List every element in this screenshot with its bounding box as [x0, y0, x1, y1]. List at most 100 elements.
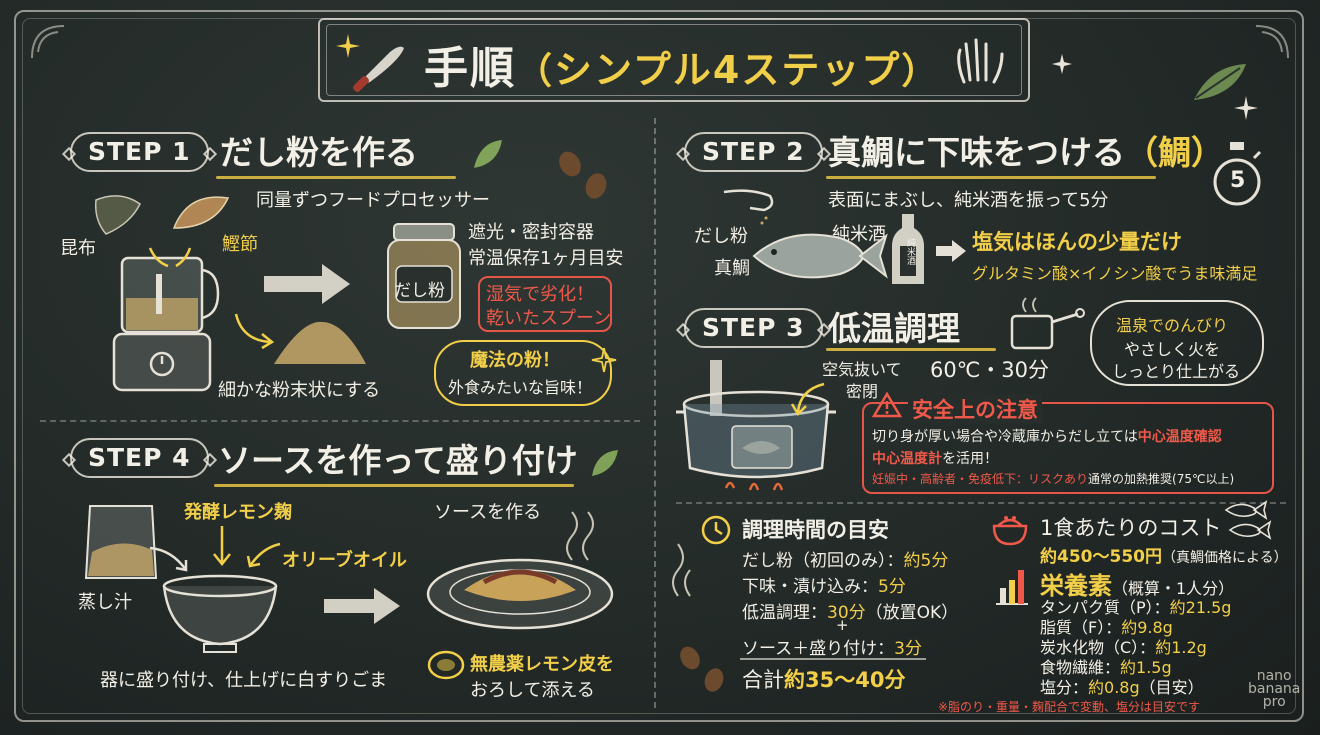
time-row-1: 下味・漬け込み：5分	[742, 572, 906, 597]
time-row-label: 下味・漬け込み：	[742, 577, 878, 597]
step1-underline	[216, 176, 456, 179]
arrow-right-icon	[324, 588, 400, 624]
katsuobushi-label: 鰹節	[222, 234, 258, 255]
fish-outline-icon	[1224, 500, 1272, 540]
time-row-0: だし粉（初回のみ）：約5分	[742, 546, 948, 571]
arrow-icon	[149, 546, 188, 572]
step3-temp: 60℃・30分	[930, 358, 1050, 382]
step2-underline	[826, 176, 1156, 179]
step2-heading-main: 真鯛に下味をつける	[828, 133, 1125, 172]
sparkle-icon	[1052, 54, 1072, 74]
onsen-line3: しっとり仕上がる	[1112, 362, 1241, 381]
watermark-line1: nano	[1256, 668, 1292, 684]
arrow-down-icon	[148, 247, 192, 268]
nutrition-value: 約21.5g	[1169, 598, 1232, 617]
nutrition-heading: 栄養素（概算・1人分）	[1040, 566, 1234, 601]
jar-label: だし粉	[394, 281, 445, 301]
thermometer-pot-icon	[1010, 297, 1085, 350]
moisture-warning-box	[478, 276, 612, 332]
leaf-icon	[592, 450, 618, 476]
bowl-icon	[162, 574, 278, 653]
cost-value: 約450〜550円	[1040, 547, 1162, 567]
jar-icon	[387, 223, 461, 329]
step2-badge: STEP 2	[684, 132, 823, 172]
title-frame-inner	[326, 24, 1022, 96]
step3-heading: 低温調理	[828, 309, 960, 348]
curved-arrow-icon	[234, 313, 275, 350]
safety-line3-red: 妊娠中・高齢者・免疫低下：リスクあり	[872, 472, 1089, 486]
step2-instruction: 表面にまぶし、純米酒を振って5分	[828, 190, 1109, 211]
nutrition-row-3: 食物繊維：約1.5g	[1040, 654, 1172, 678]
time-row-extra: （放置OK）	[865, 603, 959, 623]
nutrition-heading-text: 栄養素	[1040, 572, 1112, 600]
food-processor-icon	[112, 256, 220, 392]
hand-wave-icon	[957, 38, 1004, 84]
bonito-flake-icon	[172, 196, 230, 229]
horizontal-divider-left	[40, 420, 640, 422]
lemon-icon	[427, 650, 465, 680]
nutrition-row-salt: 塩分：約0.8g（目安）	[1040, 674, 1204, 698]
moisture-warning-line1: 湿気で劣化！	[486, 284, 594, 305]
time-plus: +	[836, 616, 849, 634]
powder-caption: 細かな粉末状にする	[218, 380, 381, 401]
lemon-line1: 無農薬レモン皮を	[470, 654, 614, 675]
title-bracket-open: （	[516, 51, 555, 92]
time-row-value: 約5分	[903, 551, 949, 571]
kombu-label: 昆布	[60, 238, 96, 259]
knife-icon	[353, 46, 404, 92]
step3-badge: STEP 3	[684, 308, 823, 348]
corner-flourish-icon	[31, 25, 65, 59]
steam-icon	[672, 543, 691, 597]
time-row-label: ソース＋盛り付け：	[742, 639, 895, 659]
safety-line1-red: 中心温度確認	[1137, 429, 1222, 445]
nutrition-value: 約9.8g	[1121, 618, 1173, 637]
clock-icon	[701, 515, 731, 545]
sparkle-icon	[1234, 96, 1258, 120]
time-row-2: 低温調理：30分（放置OK）	[742, 598, 958, 623]
sake-bottle-icon	[892, 214, 924, 284]
safety-box	[862, 402, 1274, 494]
nutrition-row-0: タンパク質（P）：約21.5g	[1040, 594, 1231, 618]
dashi-label: だし粉	[694, 226, 748, 247]
nutrition-value: 約1.5g	[1120, 658, 1172, 677]
storage-line1: 遮光・密封容器	[468, 222, 594, 243]
cooking-pot-icon	[676, 360, 836, 491]
timer-value: 5	[1230, 168, 1246, 193]
onsen-bubble	[1090, 300, 1264, 386]
arrow-down-icon	[213, 526, 231, 567]
magic-powder-line2: 外食みたいな旨味！	[448, 378, 593, 397]
horizontal-divider-right	[676, 502, 1286, 504]
title-bracket-close: ）	[901, 51, 940, 92]
nutrition-label: 塩分：	[1040, 678, 1089, 697]
sparkle-icon	[591, 347, 617, 373]
warning-icon	[871, 391, 903, 418]
nutrition-heading-note: （概算・1人分）	[1112, 579, 1235, 598]
page-title: 手順（シンプル4ステップ）	[424, 32, 939, 96]
time-row-value: 30分	[827, 603, 866, 623]
coin-purse-icon	[992, 516, 1028, 546]
nutrition-value: 約1.2g	[1155, 638, 1207, 657]
safety-line2: 中心温度計を活用！	[872, 448, 998, 468]
magic-powder-bubble	[434, 340, 612, 406]
curved-arrow-icon	[790, 382, 825, 417]
safety-line1-text: 切り身が厚い場合や冷蔵庫からだし立ては	[872, 429, 1138, 445]
kombu-icon	[94, 195, 141, 235]
cost-line: 約450〜550円（真鯛価格による）	[1040, 542, 1288, 567]
title-main: 手順	[424, 43, 516, 94]
moisture-warning-line2: 乾いたスプーン	[486, 308, 612, 329]
vacuum-line1: 空気抜いて	[822, 360, 902, 379]
time-total-value: 約35〜40分	[784, 668, 906, 692]
nutrition-value: 約0.8g	[1088, 678, 1140, 697]
timer-icon	[1213, 142, 1262, 206]
board-frame	[14, 10, 1304, 722]
time-row-label: 低温調理：	[742, 603, 827, 623]
step2-heading: 真鯛に下味をつける（鯛）	[828, 126, 1224, 174]
powder-pile-icon	[274, 321, 366, 364]
pinch-hand-icon	[723, 189, 774, 225]
make-sauce-label: ソースを作る	[434, 502, 542, 523]
cost-note: （真鯛価格による）	[1161, 550, 1288, 566]
steam-icon	[566, 511, 594, 561]
time-heading: 調理時間の目安	[742, 518, 889, 542]
step4-badge: STEP 4	[70, 438, 209, 478]
nutrition-label: 脂質（F）：	[1040, 618, 1122, 637]
